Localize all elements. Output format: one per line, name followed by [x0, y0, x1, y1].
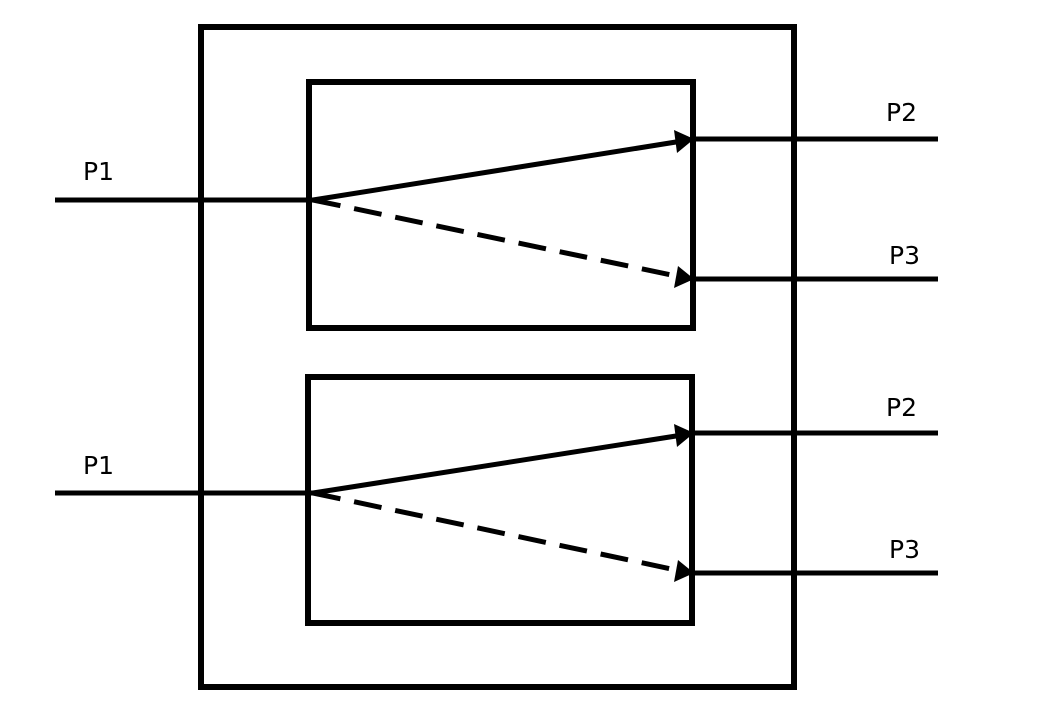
module-top: P1 P2 P3 [55, 79, 938, 331]
module-top-path-secondary [312, 197, 677, 279]
module-bottom-input-label: P1 [83, 451, 114, 480]
module-top-output-secondary-label: P3 [889, 241, 920, 270]
module-top-box [306, 79, 696, 331]
module-bottom-arrowhead-secondary [674, 560, 694, 582]
module-bottom-path-primary [312, 433, 677, 496]
module-bottom-box [305, 374, 695, 626]
module-bottom-output-primary-label: P2 [886, 393, 917, 422]
module-top-arrowhead-secondary [674, 266, 694, 288]
module-bottom: P1 P2 P3 [55, 374, 938, 626]
outer-enclosure [198, 24, 797, 690]
module-top-input-label: P1 [83, 157, 114, 186]
module-bottom-path-secondary [312, 490, 677, 573]
module-bottom-arrowhead-primary [674, 424, 694, 447]
module-top-arrowhead-primary [674, 130, 694, 153]
module-top-output-primary-label: P2 [886, 98, 917, 127]
module-bottom-output-secondary-label: P3 [889, 535, 920, 564]
module-top-path-primary [312, 139, 677, 203]
